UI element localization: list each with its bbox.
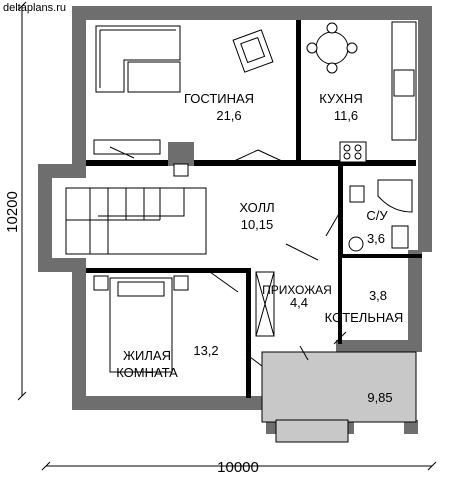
room-name-boiler: КОТЕЛЬНАЯ	[325, 310, 404, 325]
room-name-hall: ХОЛЛ	[239, 200, 274, 215]
room-area-entry: 4,4	[290, 295, 308, 310]
stairs	[65, 187, 207, 255]
room-name-bedroom-line2: КОМНАТА	[116, 365, 178, 380]
bedroom-furniture	[93, 271, 275, 373]
room-area-porch: 9,85	[367, 390, 392, 405]
dimension-height: 10200	[4, 1, 27, 401]
room-name-kitchen: КУХНЯ	[319, 91, 362, 106]
room-name-living: ГОСТИНАЯ	[184, 91, 254, 106]
walls	[38, 6, 432, 434]
room-area-kitchen: 11,6	[334, 108, 358, 123]
room-area-boiler: 3,8	[369, 288, 387, 303]
kitchen-furniture	[306, 21, 417, 163]
room-name-entry: ПРИХОЖАЯ	[262, 283, 332, 297]
porch-step	[275, 419, 349, 443]
room-area-hall: 10,15	[241, 217, 274, 232]
doors	[209, 149, 347, 367]
room-area-bath: 3,6	[367, 231, 385, 246]
porch-area	[261, 351, 417, 423]
bath-fixtures	[348, 179, 413, 252]
dimension-width: 10000	[41, 459, 437, 476]
room-name-bedroom-line1: ЖИЛАЯ	[123, 348, 171, 363]
room-area-living: 21,6	[216, 108, 241, 123]
dimension-width-label: 10000	[217, 459, 259, 476]
room-labels: ГОСТИНАЯ 21,6 КУХНЯ 11,6 ХОЛЛ 10,15 С/У …	[116, 91, 403, 405]
room-area-bedroom: 13,2	[193, 343, 218, 358]
room-name-bath: С/У	[366, 208, 388, 223]
site-watermark: deltaplans.ru	[3, 2, 66, 14]
living-furniture	[93, 25, 274, 159]
dimension-height-label: 10200	[4, 191, 21, 233]
